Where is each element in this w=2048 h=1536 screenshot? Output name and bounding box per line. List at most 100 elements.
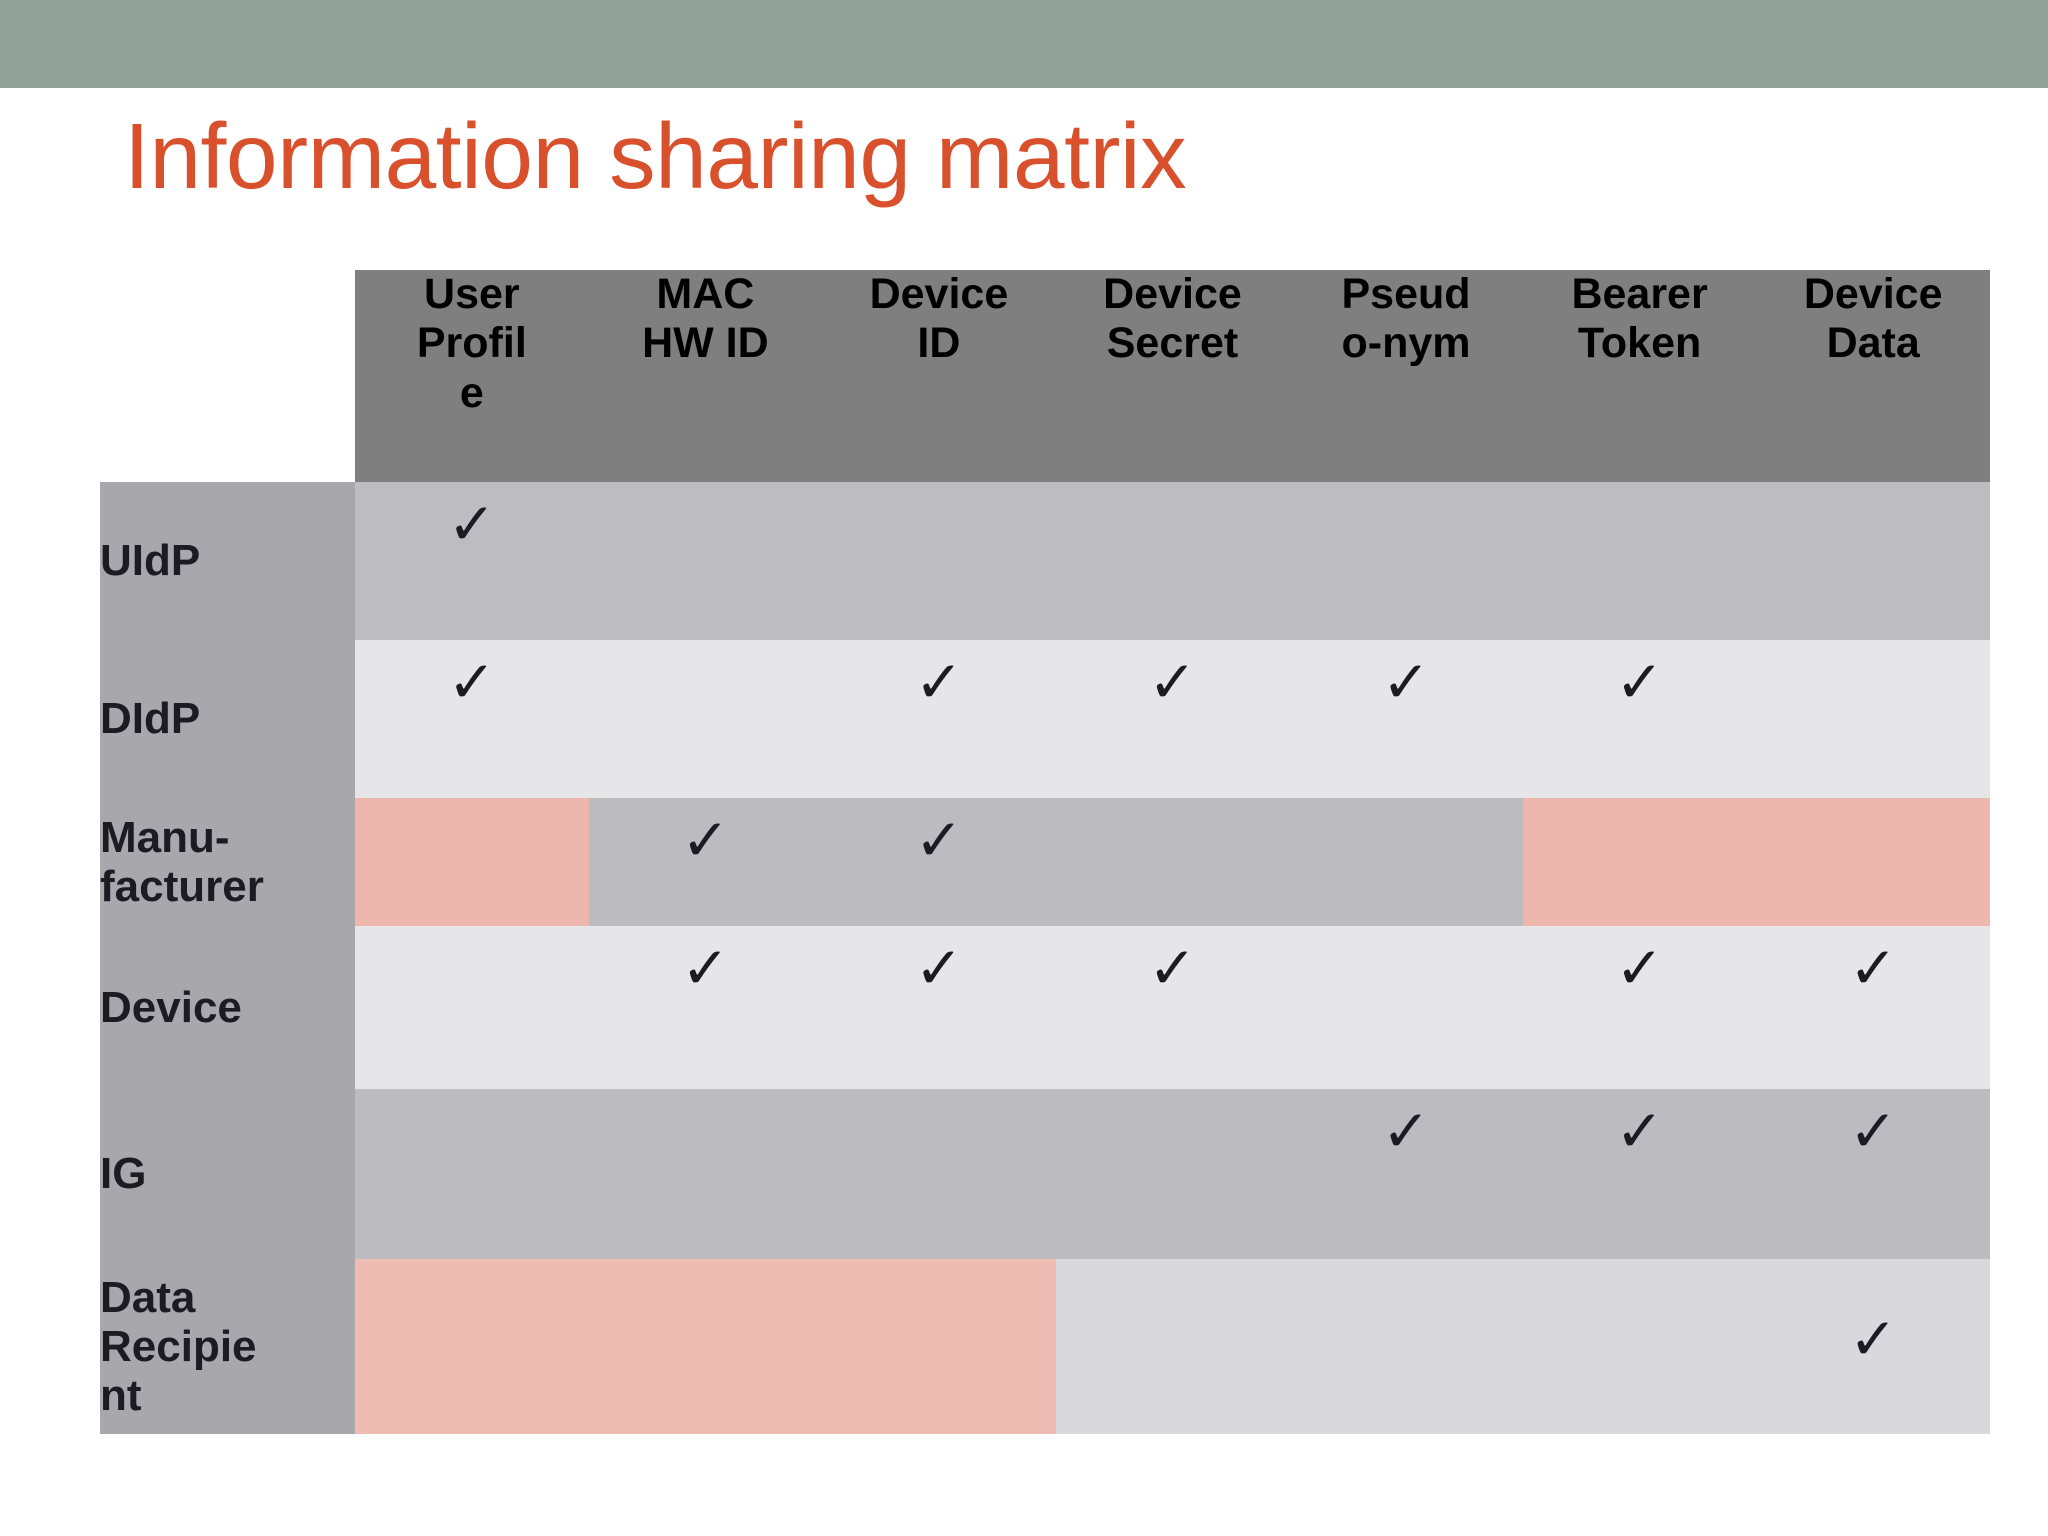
row-label-line: DIdP [100,694,201,744]
row-label-line: facturer [100,862,264,911]
cell-device-device-id: ✓ [822,926,1056,1044]
check-icon: ✓ [1615,936,1664,1001]
cell-ig-device-id: ✓ [822,1089,1056,1214]
column-header-user-profile: User Profil e [355,270,589,482]
cell-uidp-device-data: ✓ [1756,482,1990,600]
table-row: Manu- facturer ✓ ✓ ✓ ✓ ✓ ✓ ✓ [100,798,1990,926]
cell-data-recipient-device-secret: ✓ [1055,1259,1290,1434]
cell-filler [588,1044,823,1089]
cell-manufacturer-bearer-token: ✓ [1522,798,1757,916]
check-icon: ✓ [1848,936,1898,1001]
row-label-manufacturer: Manu- facturer [100,798,356,926]
check-icon: ✓ [447,650,497,715]
cell-ig-bearer-token: ✓ [1522,1089,1757,1214]
cell-data-recipient-device-id: ✓ [822,1259,1056,1434]
row-label-line: Recipie [100,1321,257,1371]
table-row: IG ✓ ✓ ✓ ✓ ✓ ✓ ✓ [100,1089,1990,1259]
cell-didp-mac-hw-id: ✓ [588,640,823,758]
cell-filler [1289,758,1523,798]
check-icon: ✓ [914,936,964,1001]
cell-filler [822,600,1056,640]
column-header-line: Device [1103,270,1242,318]
row-label-line: UIdP [100,536,201,586]
column-header-line: Token [1577,319,1702,368]
row-label-data-recipient: Data Recipie nt [100,1259,356,1434]
cell-filler [355,1214,589,1259]
cell-filler [1289,600,1523,640]
table-row-filler [100,916,1990,926]
cell-ig-device-secret: ✓ [1055,1089,1290,1214]
column-header-line: HW ID [642,319,769,368]
cell-filler [1055,916,1290,926]
cell-data-recipient-mac-hw-id: ✓ [588,1259,823,1434]
column-header-line: Profil [416,319,527,368]
check-icon: ✓ [914,650,964,715]
cell-filler [1289,1214,1523,1259]
table-row: DIdP ✓ ✓ ✓ ✓ ✓ ✓ ✓ [100,640,1990,798]
cell-filler [588,1214,823,1259]
cell-filler [588,600,823,640]
cell-data-recipient-device-data: ✓ [1756,1259,1990,1434]
column-header-line: User [424,270,520,318]
top-banner [0,0,2048,88]
row-label-line: Manu- [100,812,230,862]
cell-filler [1756,600,1990,640]
column-header-pseudonym: Pseud o-nym [1289,270,1523,482]
cell-filler [1522,600,1757,640]
cell-uidp-user-profile: ✓ [355,482,589,600]
cell-filler [1289,1044,1523,1089]
cell-filler [1756,916,1990,926]
row-label-line: nt [100,1371,142,1421]
cell-ig-user-profile: ✓ [355,1089,589,1214]
column-header-device-id: Device ID [822,270,1056,482]
check-icon: ✓ [681,936,730,1001]
cell-device-device-secret: ✓ [1055,926,1290,1044]
page-title: Information sharing matrix [124,104,1187,208]
table-row-filler [100,1214,1990,1259]
cell-manufacturer-user-profile: ✓ [355,798,589,916]
cell-manufacturer-device-data: ✓ [1756,798,1990,916]
cell-didp-bearer-token: ✓ [1522,640,1757,758]
table-row: Device ✓ ✓ ✓ ✓ ✓ ✓ ✓ [100,926,1990,1089]
cell-didp-user-profile: ✓ [355,640,589,758]
table-row: Data Recipie nt ✓ ✓ ✓ ✓ ✓ ✓ ✓ [100,1259,1990,1434]
cell-manufacturer-pseudonym: ✓ [1289,798,1523,916]
cell-filler [1756,1044,1990,1089]
column-header-line: Data [1826,319,1920,368]
column-header-mac-hw-id: MAC HW ID [588,270,823,482]
check-icon: ✓ [1381,1099,1431,1164]
column-header-line: Bearer [1571,270,1708,318]
cell-filler [588,916,823,926]
cell-filler [822,916,1056,926]
cell-manufacturer-device-secret: ✓ [1055,798,1290,916]
table-row-filler [100,1044,1990,1089]
check-icon: ✓ [1848,1307,1898,1372]
cell-uidp-device-secret: ✓ [1055,482,1290,600]
row-label-didp: DIdP [100,640,356,798]
cell-filler [355,600,589,640]
cell-filler [1289,916,1523,926]
check-icon: ✓ [1615,1099,1664,1164]
row-label-line: Device [100,982,242,1032]
row-label-ig: IG [100,1089,356,1259]
cell-device-pseudonym: ✓ [1289,926,1523,1044]
cell-ig-device-data: ✓ [1756,1089,1990,1214]
cell-filler [588,758,823,798]
row-label-line: Data [100,1272,196,1322]
row-label-line: IG [100,1149,147,1199]
column-header-line: Device [1803,270,1943,318]
column-header-bearer-token: Bearer Token [1522,270,1757,482]
column-header-line: Secret [1106,319,1239,368]
cell-filler [355,1044,589,1089]
column-header-device-data: Device Data [1756,270,1990,482]
cell-ig-mac-hw-id: ✓ [588,1089,823,1214]
cell-filler [822,1044,1056,1089]
column-header-line: ID [917,319,961,368]
check-icon: ✓ [681,808,730,873]
cell-filler [1756,758,1990,798]
cell-filler [1756,1214,1990,1259]
cell-ig-pseudonym: ✓ [1289,1089,1523,1214]
column-header-line: o-nym [1341,319,1471,368]
check-icon: ✓ [1848,1099,1898,1164]
cell-filler [1055,1044,1290,1089]
